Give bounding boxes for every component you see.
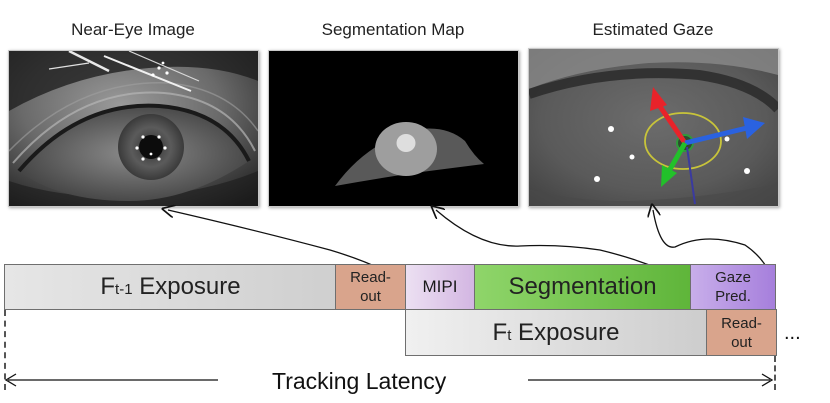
segmentation-label: Segmentation: [508, 273, 657, 300]
readout-block-row2: Read- out: [706, 309, 777, 356]
exposure-subscript: t-1: [115, 281, 133, 298]
latency-start-marker: [4, 310, 6, 390]
readout-block-row1: Read- out: [335, 264, 406, 310]
gaze-line1: Gaze: [715, 269, 751, 286]
estimated-gaze-title: Estimated Gaze: [592, 20, 714, 39]
latency-end-marker: [774, 356, 776, 390]
frame-t-minus-1-exposure-block: Ft-1 Exposure: [4, 264, 336, 310]
exposure-suffix: Exposure: [132, 273, 241, 300]
estimated-gaze-image: [528, 48, 779, 207]
tracking-latency-label: Tracking Latency: [272, 368, 447, 394]
mipi-label: MIPI: [422, 277, 458, 296]
gaze-prediction-block: Gaze Pred.: [690, 264, 776, 310]
segmentation-block: Segmentation: [474, 264, 691, 310]
exposure-t-subscript: t: [507, 326, 512, 344]
near-eye-image-title: Near-Eye Image: [71, 20, 195, 39]
frame-t-exposure-block: Ft Exposure: [405, 309, 707, 356]
near-eye-image: [8, 50, 259, 207]
readout2-line1: Read-: [721, 314, 762, 332]
mipi-block: MIPI: [405, 264, 475, 310]
exposure-t-prefix: F: [492, 318, 508, 346]
readout2-line2: out: [731, 333, 752, 351]
gaze-line2: Pred.: [715, 288, 751, 305]
exposure-t-suffix: Exposure: [511, 318, 620, 346]
readout-line1: Read-: [350, 269, 391, 286]
segmentation-map-title: Segmentation Map: [321, 20, 465, 39]
exposure-prefix: F: [100, 273, 116, 300]
segmentation-map: [268, 50, 519, 207]
continuation-ellipsis: ...: [784, 322, 801, 344]
readout-line2: out: [360, 288, 381, 305]
